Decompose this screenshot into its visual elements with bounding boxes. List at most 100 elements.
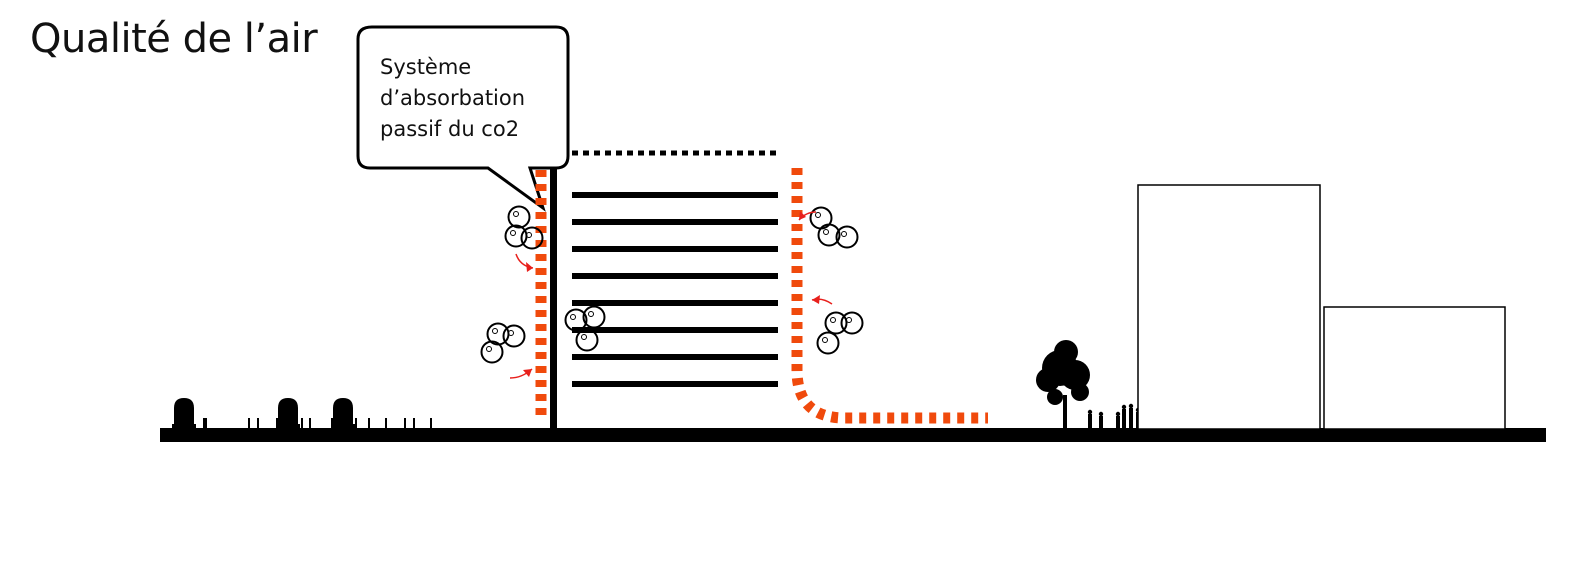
person-body xyxy=(1088,414,1092,428)
floor-slab xyxy=(572,300,778,306)
person-head xyxy=(1087,409,1093,415)
train-wheels xyxy=(172,424,196,428)
arrow-head xyxy=(812,295,820,304)
arrow-icon xyxy=(509,368,533,379)
molecule-dot xyxy=(492,328,498,334)
rail-tie xyxy=(331,418,333,428)
molecule-atom xyxy=(480,340,504,364)
molecule-dot xyxy=(588,311,594,317)
molecule-atom xyxy=(582,305,606,329)
molecule-atom xyxy=(817,223,841,247)
callout-line: Système xyxy=(380,55,472,79)
co2-molecule-icon xyxy=(480,322,526,364)
molecule-atom xyxy=(520,226,544,250)
rail-track xyxy=(175,418,432,428)
callout-line: passif du co2 xyxy=(380,117,520,141)
co2-molecules xyxy=(480,205,864,364)
rail-tie xyxy=(368,418,370,428)
floor-slab xyxy=(572,192,778,198)
molecule-dot xyxy=(841,231,847,237)
molecule-atom xyxy=(564,308,588,332)
molecule-dot xyxy=(510,230,516,236)
person-icon xyxy=(1087,409,1093,428)
train-icon xyxy=(172,398,196,428)
person-icon xyxy=(1128,403,1134,428)
person-icon xyxy=(1098,411,1104,428)
rail-tie xyxy=(309,418,311,428)
co2-absorption-facade-right xyxy=(791,168,988,424)
molecule-dot xyxy=(486,346,492,352)
ground-line xyxy=(160,428,1546,442)
person-icon xyxy=(1121,404,1127,428)
molecule-dot xyxy=(570,314,576,320)
person-body xyxy=(1116,416,1120,428)
molecule-atom xyxy=(824,311,848,335)
floor-slab xyxy=(572,354,778,360)
rail-tie xyxy=(413,418,415,428)
molecule-dot xyxy=(508,330,514,336)
co2-molecule-icon xyxy=(809,206,859,249)
arrow-icon xyxy=(515,253,534,272)
low-building xyxy=(1323,306,1506,430)
arrow-icon xyxy=(798,211,817,221)
rail-tie xyxy=(355,418,357,428)
floor-slab xyxy=(572,246,778,252)
molecule-atom xyxy=(502,324,526,348)
molecule-atom xyxy=(507,205,531,229)
molecule-dot xyxy=(822,337,828,343)
molecule-dot xyxy=(815,212,821,218)
person-body xyxy=(1129,408,1133,428)
arrow-icon xyxy=(811,295,833,305)
molecule-dot xyxy=(581,334,587,340)
floor-slab xyxy=(572,273,778,279)
floor-slab xyxy=(572,381,778,387)
rail-tie xyxy=(205,418,207,428)
person-body xyxy=(1122,409,1126,428)
rail-tie xyxy=(301,418,303,428)
molecule-atom xyxy=(835,225,859,249)
train-body xyxy=(278,398,298,425)
train-icon xyxy=(276,398,300,428)
rail-tie xyxy=(385,418,387,428)
person-head xyxy=(1121,404,1127,410)
rail-tie xyxy=(203,418,205,428)
molecule-atom xyxy=(816,331,840,355)
person-head xyxy=(1115,411,1121,417)
building-wall xyxy=(550,168,557,430)
floor-slab xyxy=(572,327,778,333)
diagram-title: Qualité de l’air xyxy=(30,16,318,62)
rail-tie xyxy=(248,418,250,428)
floor-slab xyxy=(572,219,778,225)
arrow-head xyxy=(526,262,533,272)
person-head xyxy=(1128,403,1134,409)
train-body xyxy=(174,398,194,425)
trains xyxy=(172,398,355,428)
rail-tie xyxy=(276,418,278,428)
molecule-dot xyxy=(823,229,829,235)
person-head xyxy=(1098,411,1104,417)
rail-tie xyxy=(404,418,406,428)
co2-molecule-icon xyxy=(504,205,544,250)
train-body xyxy=(333,398,353,425)
tree-icon xyxy=(1036,340,1090,428)
molecule-dot xyxy=(526,232,532,238)
person-body xyxy=(1099,416,1103,428)
callout-text: Système d’absorbation passif du co2 xyxy=(380,52,525,145)
train-icon xyxy=(331,398,355,428)
arrow-head xyxy=(799,211,806,220)
molecule-atom xyxy=(575,328,599,352)
co2-molecule-icon xyxy=(816,311,864,355)
molecule-dot xyxy=(513,211,519,217)
co2-molecule-icon xyxy=(564,305,606,352)
tall-building xyxy=(1137,184,1321,430)
rail-tie xyxy=(430,418,432,428)
molecule-dot xyxy=(846,317,852,323)
arrow-head xyxy=(523,369,532,377)
person-icon xyxy=(1115,411,1121,428)
building-floors xyxy=(572,192,778,387)
train-wheels xyxy=(331,424,355,428)
molecule-dot xyxy=(830,317,836,323)
molecule-atom xyxy=(840,311,864,335)
rail-tie xyxy=(257,418,259,428)
